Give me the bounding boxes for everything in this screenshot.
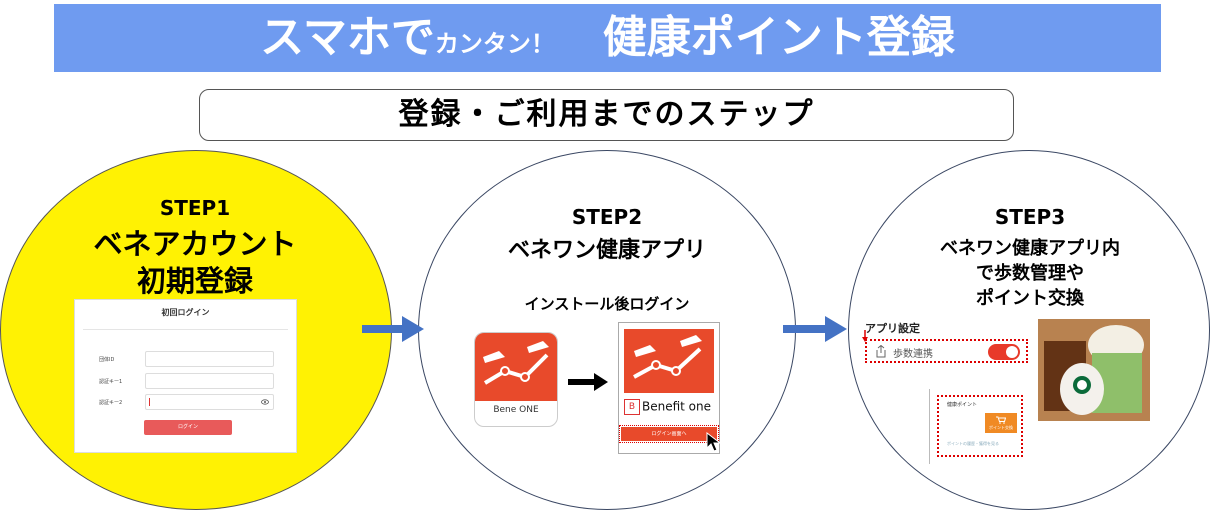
- title-banner: スマホでカンタン！ 健康ポイント登録: [54, 4, 1161, 72]
- step3-label: STEP3: [994, 205, 1066, 229]
- points-exchange-label: ポイント交換: [989, 425, 1013, 430]
- step1-label: STEP1: [159, 196, 231, 220]
- step2-title: ベネワン健康アプリ: [507, 238, 706, 263]
- benefit-one-logo-mark: B: [624, 399, 640, 415]
- divider: [83, 329, 288, 330]
- points-exchange-button[interactable]: ポイント交換: [985, 413, 1017, 433]
- app-name: Bene ONE: [493, 405, 539, 415]
- login-screenshot: 初回ログイン 団体ID 認証キー1 認証キー2 ログイン: [74, 299, 297, 453]
- arrow-right-icon: [362, 316, 424, 342]
- auth-key1-label: 認証キー1: [99, 379, 123, 385]
- drinks-photo: [1038, 319, 1150, 421]
- login-screen-button[interactable]: ログイン画面へ: [619, 425, 719, 443]
- auth-key1-field[interactable]: [145, 373, 274, 389]
- shoes-graph-icon: [483, 341, 549, 385]
- auth-key2-label: 認証キー2: [99, 400, 123, 406]
- group-id-field[interactable]: [145, 351, 274, 367]
- arrow-right-icon: [783, 316, 847, 342]
- step-sync-label: 歩数連携: [893, 349, 933, 360]
- shoes-graph-icon: [633, 335, 702, 379]
- step2-instruction: インストール後ログイン: [524, 295, 690, 313]
- points-history-link[interactable]: ポイントの履歴・獲得を見る: [947, 441, 999, 446]
- login-title: 初回ログイン: [161, 308, 210, 317]
- banner-text-3: 健康ポイント登録: [602, 12, 955, 63]
- cursor-icon: [706, 431, 722, 456]
- step2-label: STEP2: [571, 205, 643, 229]
- step2-circle: [418, 150, 796, 510]
- step-sync-row[interactable]: 歩数連携: [865, 339, 1028, 363]
- auth-key2-field[interactable]: [145, 394, 274, 410]
- benefit-one-text: Benefit one: [642, 399, 712, 414]
- cart-icon: [996, 416, 1006, 424]
- points-title: 健康ポイント: [947, 402, 978, 408]
- app-settings-panel: アプリ設定 歩数連携: [857, 316, 1032, 366]
- banner-text-1: スマホで: [260, 12, 435, 63]
- eye-icon: [261, 399, 269, 405]
- app-settings-title: アプリ設定: [865, 322, 920, 335]
- step3-title-line2: で歩数管理や: [976, 263, 1084, 284]
- step3-title-line1: ベネワン健康アプリ内: [940, 238, 1120, 259]
- steps-subtitle: 登録・ご利用までのステップ: [199, 89, 1014, 141]
- app-icon: Bene ONE: [474, 332, 558, 427]
- step1-title-line1: ベネアカウント: [93, 227, 297, 261]
- step-sync-toggle[interactable]: [988, 344, 1020, 360]
- banner-text-2: カンタン！: [434, 30, 555, 58]
- points-screen: 健康ポイント ポイント交換 ポイントの履歴・獲得を見る: [929, 389, 1025, 464]
- share-icon: [876, 345, 886, 358]
- step1-title-line2: 初期登録: [136, 264, 253, 298]
- step3-title-line3: ポイント交換: [976, 288, 1084, 309]
- arrow-right-icon: [568, 373, 608, 395]
- group-id-label: 団体ID: [99, 357, 115, 363]
- login-button[interactable]: ログイン: [144, 420, 232, 435]
